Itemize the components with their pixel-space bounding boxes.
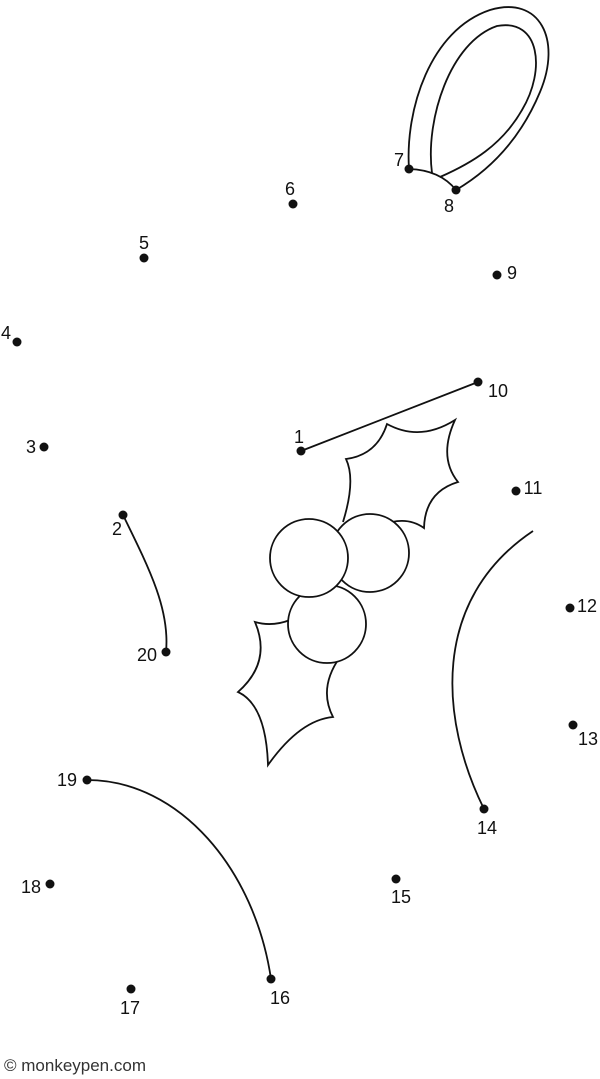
dot-16 bbox=[266, 974, 276, 984]
loop-inner bbox=[430, 24, 537, 178]
holly bbox=[236, 417, 460, 768]
dot-label-14: 14 bbox=[477, 818, 497, 838]
copyright-footer: © monkeypen.com bbox=[4, 1056, 146, 1075]
dot-15 bbox=[391, 874, 401, 884]
dot-17 bbox=[126, 984, 136, 994]
curve-2-20 bbox=[122, 514, 168, 653]
dot-10 bbox=[473, 377, 483, 387]
holly-leaf-upper bbox=[342, 417, 460, 530]
dot-label-3: 3 bbox=[26, 437, 36, 457]
dot-4 bbox=[12, 337, 22, 347]
dot-label-17: 17 bbox=[120, 998, 140, 1018]
dot-11 bbox=[511, 486, 521, 496]
dot-1 bbox=[296, 446, 306, 456]
dot-label-12: 12 bbox=[577, 596, 597, 616]
ornament-loop bbox=[407, 6, 550, 191]
dot-19 bbox=[82, 775, 92, 785]
dot-label-20: 20 bbox=[137, 645, 157, 665]
dot-label-18: 18 bbox=[21, 877, 41, 897]
dot-label-2: 2 bbox=[112, 519, 122, 539]
dot-label-6: 6 bbox=[285, 179, 295, 199]
dot-6 bbox=[288, 199, 298, 209]
dot-7 bbox=[404, 164, 414, 174]
holly-berry-left bbox=[269, 518, 349, 598]
dot-13 bbox=[568, 720, 578, 730]
dot-2 bbox=[118, 510, 128, 520]
dot-label-1: 1 bbox=[294, 427, 304, 447]
line-1-10 bbox=[300, 381, 479, 452]
dot-label-19: 19 bbox=[57, 770, 77, 790]
dot-12 bbox=[565, 603, 575, 613]
dot-label-13: 13 bbox=[578, 729, 598, 749]
dot-3 bbox=[39, 442, 49, 452]
dot-18 bbox=[45, 879, 55, 889]
dot-5 bbox=[139, 253, 149, 263]
dot-8 bbox=[451, 185, 461, 195]
dot-20 bbox=[161, 647, 171, 657]
holly-leaf-lower bbox=[236, 619, 341, 768]
loop-outer bbox=[407, 6, 550, 191]
curve-19-16 bbox=[86, 779, 272, 980]
dot-label-11: 11 bbox=[524, 478, 543, 498]
dot-label-4: 4 bbox=[1, 323, 11, 343]
curve-14 bbox=[451, 530, 534, 810]
dot-9 bbox=[492, 270, 502, 280]
dot-label-8: 8 bbox=[444, 196, 454, 216]
dot-label-9: 9 bbox=[507, 263, 517, 283]
dot-label-15: 15 bbox=[391, 887, 411, 907]
dot-label-7: 7 bbox=[394, 150, 404, 170]
dot-label-16: 16 bbox=[270, 988, 290, 1008]
dot-label-5: 5 bbox=[139, 233, 149, 253]
dot-label-10: 10 bbox=[488, 381, 508, 401]
dot-14 bbox=[479, 804, 489, 814]
